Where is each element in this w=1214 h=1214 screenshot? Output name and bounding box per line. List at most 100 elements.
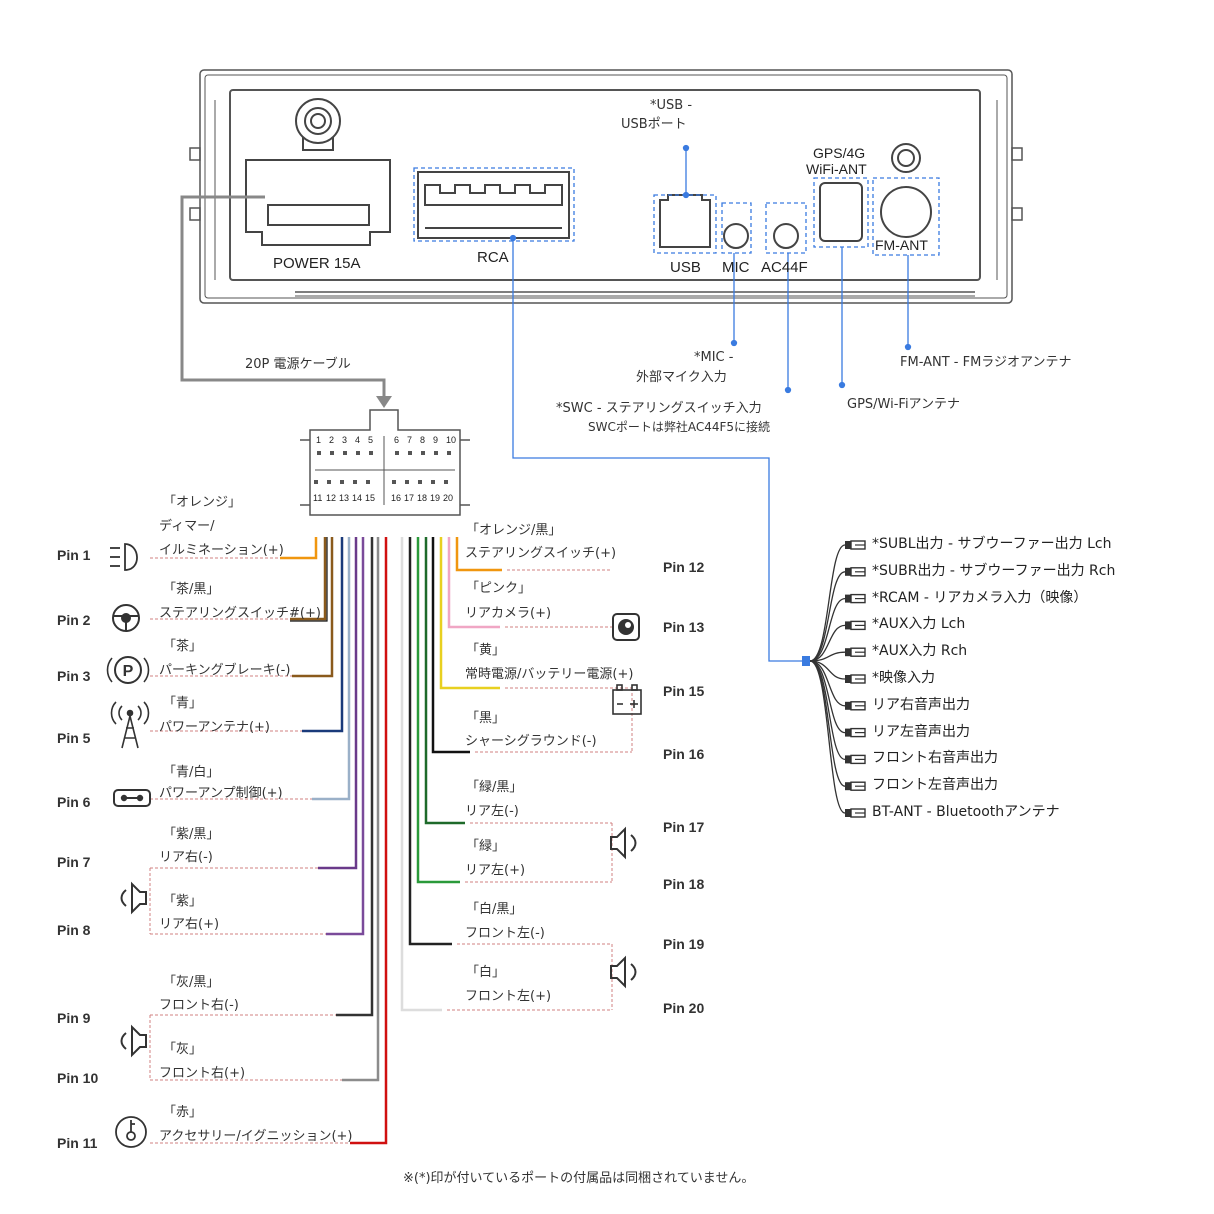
head-unit-rear-panel bbox=[189, 69, 1023, 304]
rca-plug-icon bbox=[845, 701, 866, 711]
gps-connector bbox=[819, 182, 863, 242]
wire-color-label: 「黄」 bbox=[466, 643, 506, 658]
gps-label-line2: WiFi-ANT bbox=[806, 161, 867, 177]
wire-function-label: ディマー/ bbox=[159, 519, 215, 534]
wire-pin-8 bbox=[326, 537, 365, 936]
rca-plug-icon bbox=[845, 540, 866, 550]
wire-pin-16 bbox=[431, 537, 470, 754]
wire-color-label: 「オレンジ/黒」 bbox=[466, 523, 562, 538]
connector-pin-number: 8 bbox=[420, 435, 426, 445]
wire-function-label: リア右(-) bbox=[159, 850, 213, 865]
cable-label: 20P 電源ケーブル bbox=[245, 357, 351, 372]
wire-function-label: パワーアンプ制御(+) bbox=[159, 786, 283, 801]
rca-output-label: *AUX入力 Rch bbox=[872, 643, 968, 660]
connector-pin-number: 13 bbox=[339, 493, 350, 503]
rca-output-label: BT-ANT - Bluetoothアンテナ bbox=[872, 804, 1060, 820]
pin-label-left: Pin 11 bbox=[57, 1135, 98, 1151]
ac44f-label: AC44F bbox=[761, 259, 808, 276]
rca-plug-icon bbox=[845, 781, 866, 791]
steering-wheel-icon bbox=[112, 604, 140, 632]
wire-pin-3 bbox=[292, 537, 334, 678]
wire-function-label: フロント左(-) bbox=[465, 926, 545, 941]
gps-callout: GPS/Wi-Fiアンテナ bbox=[847, 397, 961, 412]
rca-lead bbox=[809, 544, 846, 662]
swc-callout-2: SWCポートは弊社AC44F5に接続 bbox=[588, 420, 771, 434]
wire-pin-9 bbox=[336, 537, 374, 1017]
wire-pin-1 bbox=[280, 537, 318, 560]
wire-function-label: シャーシグラウンド(-) bbox=[465, 734, 597, 749]
wire-pin-19 bbox=[408, 537, 452, 946]
connector-pin-number: 5 bbox=[368, 435, 374, 445]
connector-pin-dots bbox=[314, 451, 451, 484]
wire-function-label: フロント右(-) bbox=[159, 998, 239, 1013]
rca-plug-icon bbox=[845, 727, 866, 738]
battery-icon bbox=[612, 684, 642, 715]
wire-pin-17 bbox=[424, 537, 465, 825]
wire-color-label: 「茶/黒」 bbox=[163, 582, 220, 597]
wire-pin-12 bbox=[455, 537, 502, 572]
amplifier-icon bbox=[113, 789, 151, 807]
fm-antenna-connector bbox=[880, 143, 932, 238]
wire-function-label: フロント右(+) bbox=[159, 1066, 246, 1081]
rca-output-label: *映像入力 bbox=[872, 670, 935, 686]
pin-label-left: Pin 5 bbox=[57, 730, 91, 746]
wire-function-label: パワーアンテナ(+) bbox=[159, 720, 270, 735]
gps-label-line1: GPS/4G bbox=[813, 145, 866, 161]
fm-callout: FM-ANT - FMラジオアンテナ bbox=[900, 355, 1072, 370]
wire-pin-11 bbox=[350, 537, 388, 1145]
20p-connector bbox=[300, 409, 470, 516]
wire-pin-2 bbox=[290, 537, 327, 621]
wire-color-label: 「灰/黒」 bbox=[163, 975, 220, 990]
rca-fanout-cable bbox=[802, 540, 866, 818]
pin-label-right: Pin 18 bbox=[663, 876, 705, 892]
mic-jack bbox=[723, 223, 749, 249]
connector-pin-number: 9 bbox=[433, 435, 439, 445]
label-dash-lines bbox=[149, 557, 633, 1144]
pin-label-right: Pin 15 bbox=[663, 683, 705, 699]
wire-function-label: アクセサリー/イグニッション(+) bbox=[159, 1129, 353, 1144]
pin-label-left: Pin 1 bbox=[57, 547, 91, 563]
fm-label: FM-ANT bbox=[875, 237, 928, 253]
wire-function-label: リア右(+) bbox=[159, 917, 220, 932]
pin-label-left: Pin 2 bbox=[57, 612, 91, 628]
headlight-icon bbox=[110, 543, 138, 571]
wire-pin-5 bbox=[302, 537, 344, 733]
wire-pin-15 bbox=[439, 537, 500, 690]
rca-output-label: リア右音声出力 bbox=[872, 696, 970, 713]
swc-jack bbox=[773, 223, 799, 249]
mic-label: MIC bbox=[722, 259, 750, 276]
rca-output-label: リア左音声出力 bbox=[872, 723, 970, 740]
wire-function-label: リア左(+) bbox=[465, 863, 526, 878]
wire-color-label: 「白」 bbox=[466, 965, 506, 980]
connector-pin-number: 4 bbox=[355, 435, 361, 445]
wire-function-label: イルミネーション(+) bbox=[159, 543, 284, 558]
connector-pin-number: 7 bbox=[407, 435, 413, 445]
speaker-icon bbox=[610, 955, 637, 989]
connector-pin-number: 10 bbox=[446, 435, 457, 445]
wire-color-label: 「茶」 bbox=[163, 639, 203, 654]
ignition-key-icon bbox=[115, 1116, 147, 1148]
connector-pin-number: 11 bbox=[313, 493, 323, 503]
wire-pin-13 bbox=[447, 537, 500, 629]
rca-plug-icon bbox=[845, 567, 866, 577]
wire-pin-6 bbox=[312, 537, 351, 801]
rca-lead bbox=[809, 571, 846, 662]
rca-plug-icon bbox=[845, 808, 866, 818]
rca-plug-icon bbox=[845, 674, 866, 684]
connector-pin-number: 3 bbox=[342, 435, 348, 445]
wire-function-label: リア左(-) bbox=[465, 804, 519, 819]
rca-plug-icon bbox=[845, 754, 866, 765]
wire-color-label: 「灰」 bbox=[163, 1042, 203, 1057]
wire-color-label: 「白/黒」 bbox=[466, 902, 523, 917]
wire-color-label: 「紫/黒」 bbox=[163, 827, 220, 842]
pin-label-right: Pin 17 bbox=[663, 819, 705, 835]
connector-pin-number: 1 bbox=[316, 435, 322, 445]
rca-plug-icon bbox=[845, 620, 866, 631]
rca-lead bbox=[809, 660, 846, 814]
rca-output-label: フロント左音声出力 bbox=[872, 777, 998, 794]
connector-pin-number: 14 bbox=[352, 493, 363, 503]
wire-color-label: 「黒」 bbox=[466, 711, 506, 726]
connector-pin-number: 12 bbox=[326, 493, 337, 503]
wire-function-label: リアカメラ(+) bbox=[465, 606, 552, 621]
